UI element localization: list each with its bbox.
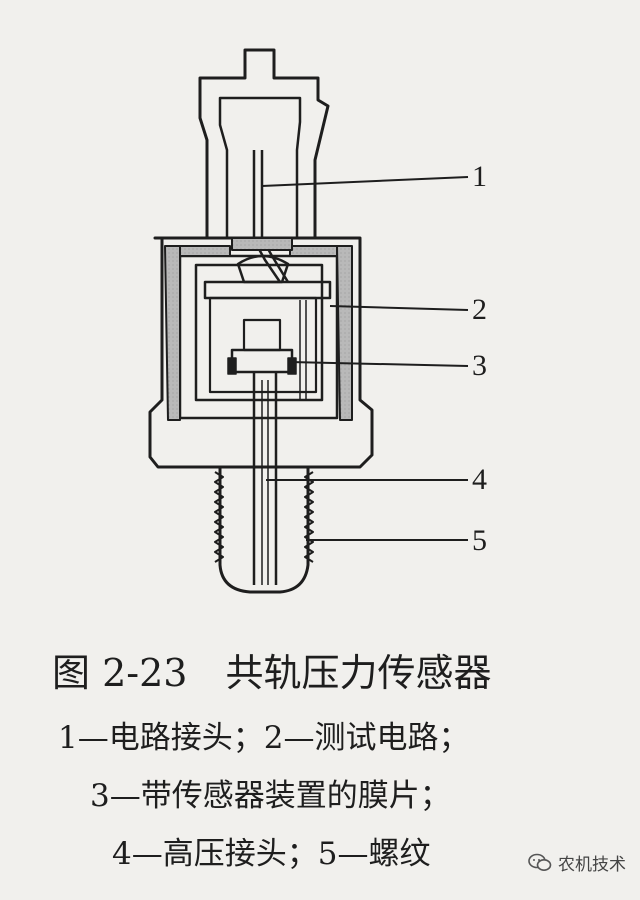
shell-top <box>179 245 231 257</box>
shell-right <box>336 245 353 421</box>
thread-left <box>214 471 224 563</box>
connector-housing <box>198 48 330 238</box>
legend-line-2: 3—带传感器装置的膜片； <box>90 778 451 814</box>
body-inner-wall <box>178 254 339 420</box>
watermark: 农机技术 <box>528 850 626 875</box>
seal-ring <box>227 357 297 375</box>
lead-wires <box>299 300 307 400</box>
shell-left <box>164 245 181 421</box>
watermark-text: 农机技术 <box>558 855 626 875</box>
figure-title: 共轨压力传感器 <box>225 651 492 695</box>
callout-5: 5 <box>472 524 487 557</box>
threaded-end <box>218 467 310 594</box>
inner-carrier <box>194 263 324 402</box>
leader-3 <box>289 361 469 367</box>
sensor-chip <box>242 318 282 352</box>
callout-2: 2 <box>472 293 487 326</box>
contact-block <box>231 237 293 251</box>
wechat-logo-icon <box>528 853 552 871</box>
circuit-board <box>203 280 332 300</box>
shell-top-right <box>289 245 338 257</box>
leader-1 <box>261 176 469 187</box>
carrier-inner <box>208 296 318 394</box>
legend-line-1: 1—电路接头；2—测试电路； <box>58 720 470 756</box>
connector-inner-cavity <box>218 96 302 238</box>
contact-dome <box>236 254 290 284</box>
callout-4: 4 <box>472 463 487 496</box>
figure-caption: 图 2-23 共轨压力传感器 <box>52 650 612 696</box>
fuel-channel <box>261 380 269 585</box>
callout-1: 1 <box>472 160 487 193</box>
legend-line-3: 4—高压接头；5—螺纹 <box>112 836 431 872</box>
leader-2 <box>329 305 469 311</box>
callout-3: 3 <box>472 349 487 382</box>
pressure-stem <box>252 372 278 585</box>
figure-label: 图 2-23 <box>52 651 188 695</box>
thread-right <box>304 471 314 563</box>
sensor-diagram <box>148 48 469 594</box>
